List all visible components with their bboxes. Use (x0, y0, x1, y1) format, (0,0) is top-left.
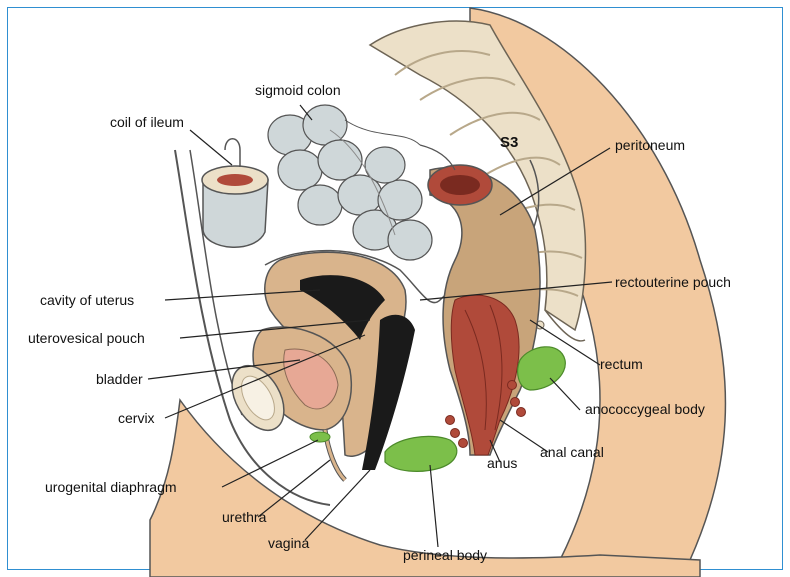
perineal-body-shape (385, 436, 457, 471)
label-vagina: vagina (268, 535, 309, 551)
label-bladder: bladder (96, 371, 143, 387)
label-urogenital-diaphragm: urogenital diaphragm (45, 479, 177, 495)
label-rectum: rectum (600, 356, 643, 372)
label-anus: anus (487, 455, 517, 471)
label-sigmoid-colon: sigmoid colon (255, 82, 341, 98)
label-peritoneum: peritoneum (615, 137, 685, 153)
label-coil-of-ileum: coil of ileum (110, 114, 184, 130)
sigmoid-colon (268, 105, 455, 260)
label-urethra: urethra (222, 509, 267, 525)
label-perineal-body: perineal body (403, 547, 487, 563)
urogenital-diaphragm-shape (310, 432, 330, 442)
label-cervix: cervix (118, 410, 155, 426)
label-uterovesical-pouch: uterovesical pouch (28, 330, 145, 346)
label-s3: S3 (500, 134, 518, 151)
label-rectouterine-pouch: rectouterine pouch (615, 274, 731, 290)
coil-of-ileum (202, 139, 268, 247)
label-cavity-of-uterus: cavity of uterus (40, 292, 134, 308)
label-anal-canal: anal canal (540, 444, 604, 460)
label-anococcygeal-body: anococcygeal body (585, 401, 705, 417)
rectum-muscle (451, 295, 519, 455)
